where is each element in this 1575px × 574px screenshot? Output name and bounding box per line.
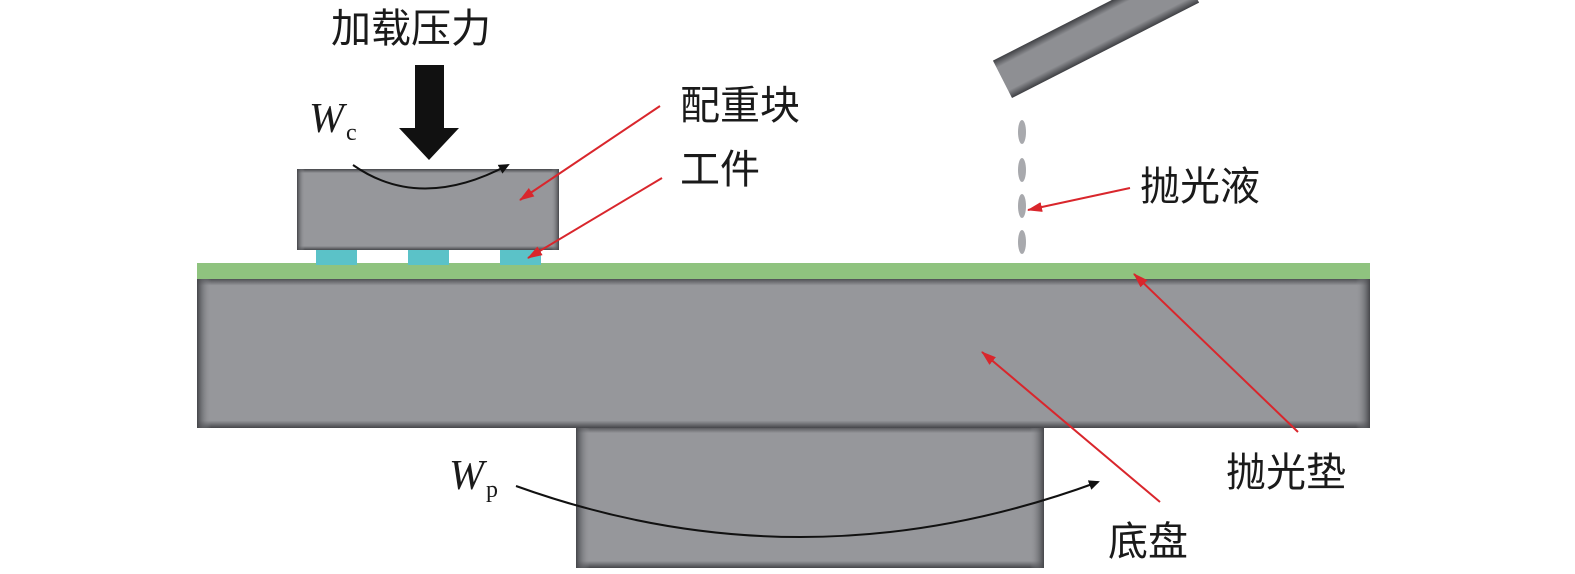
carrier-speed-subscript: c	[346, 120, 357, 146]
workpiece	[316, 249, 357, 265]
slurry-nozzle	[992, 0, 1200, 98]
slurry-droplets	[1018, 120, 1026, 254]
polishing-pad	[197, 263, 1370, 279]
label-platen-speed: Wp	[449, 455, 498, 502]
base-plate	[197, 278, 1370, 428]
load-pressure-arrow	[399, 65, 459, 160]
label-polishing-liquid: 抛光液	[1140, 164, 1260, 210]
platen-rotation-arrow	[515, 480, 1100, 538]
carrier-speed-symbol: W	[309, 96, 344, 142]
label-polishing-pad: 抛光垫	[1226, 450, 1346, 496]
carrier-rotation-arrow	[352, 164, 510, 190]
label-base-plate: 底盘	[1108, 519, 1188, 565]
label-workpiece: 工件	[680, 147, 760, 193]
leader-base-plate	[981, 351, 1161, 503]
label-load-pressure: 加载压力	[331, 6, 491, 52]
label-counterweight: 配重块	[680, 83, 800, 129]
leader-polishing-liquid	[1027, 187, 1131, 212]
workpiece	[500, 249, 541, 265]
platen-speed-subscript: p	[486, 477, 498, 503]
counterweight-block	[297, 169, 559, 250]
platen-speed-symbol: W	[449, 453, 484, 499]
leader-workpiece	[527, 177, 663, 259]
workpiece	[408, 249, 449, 265]
base-plate-column	[576, 426, 1044, 568]
leader-counterweight	[519, 105, 661, 201]
leader-polishing-pad	[1133, 273, 1299, 433]
label-carrier-speed: Wc	[309, 98, 357, 145]
